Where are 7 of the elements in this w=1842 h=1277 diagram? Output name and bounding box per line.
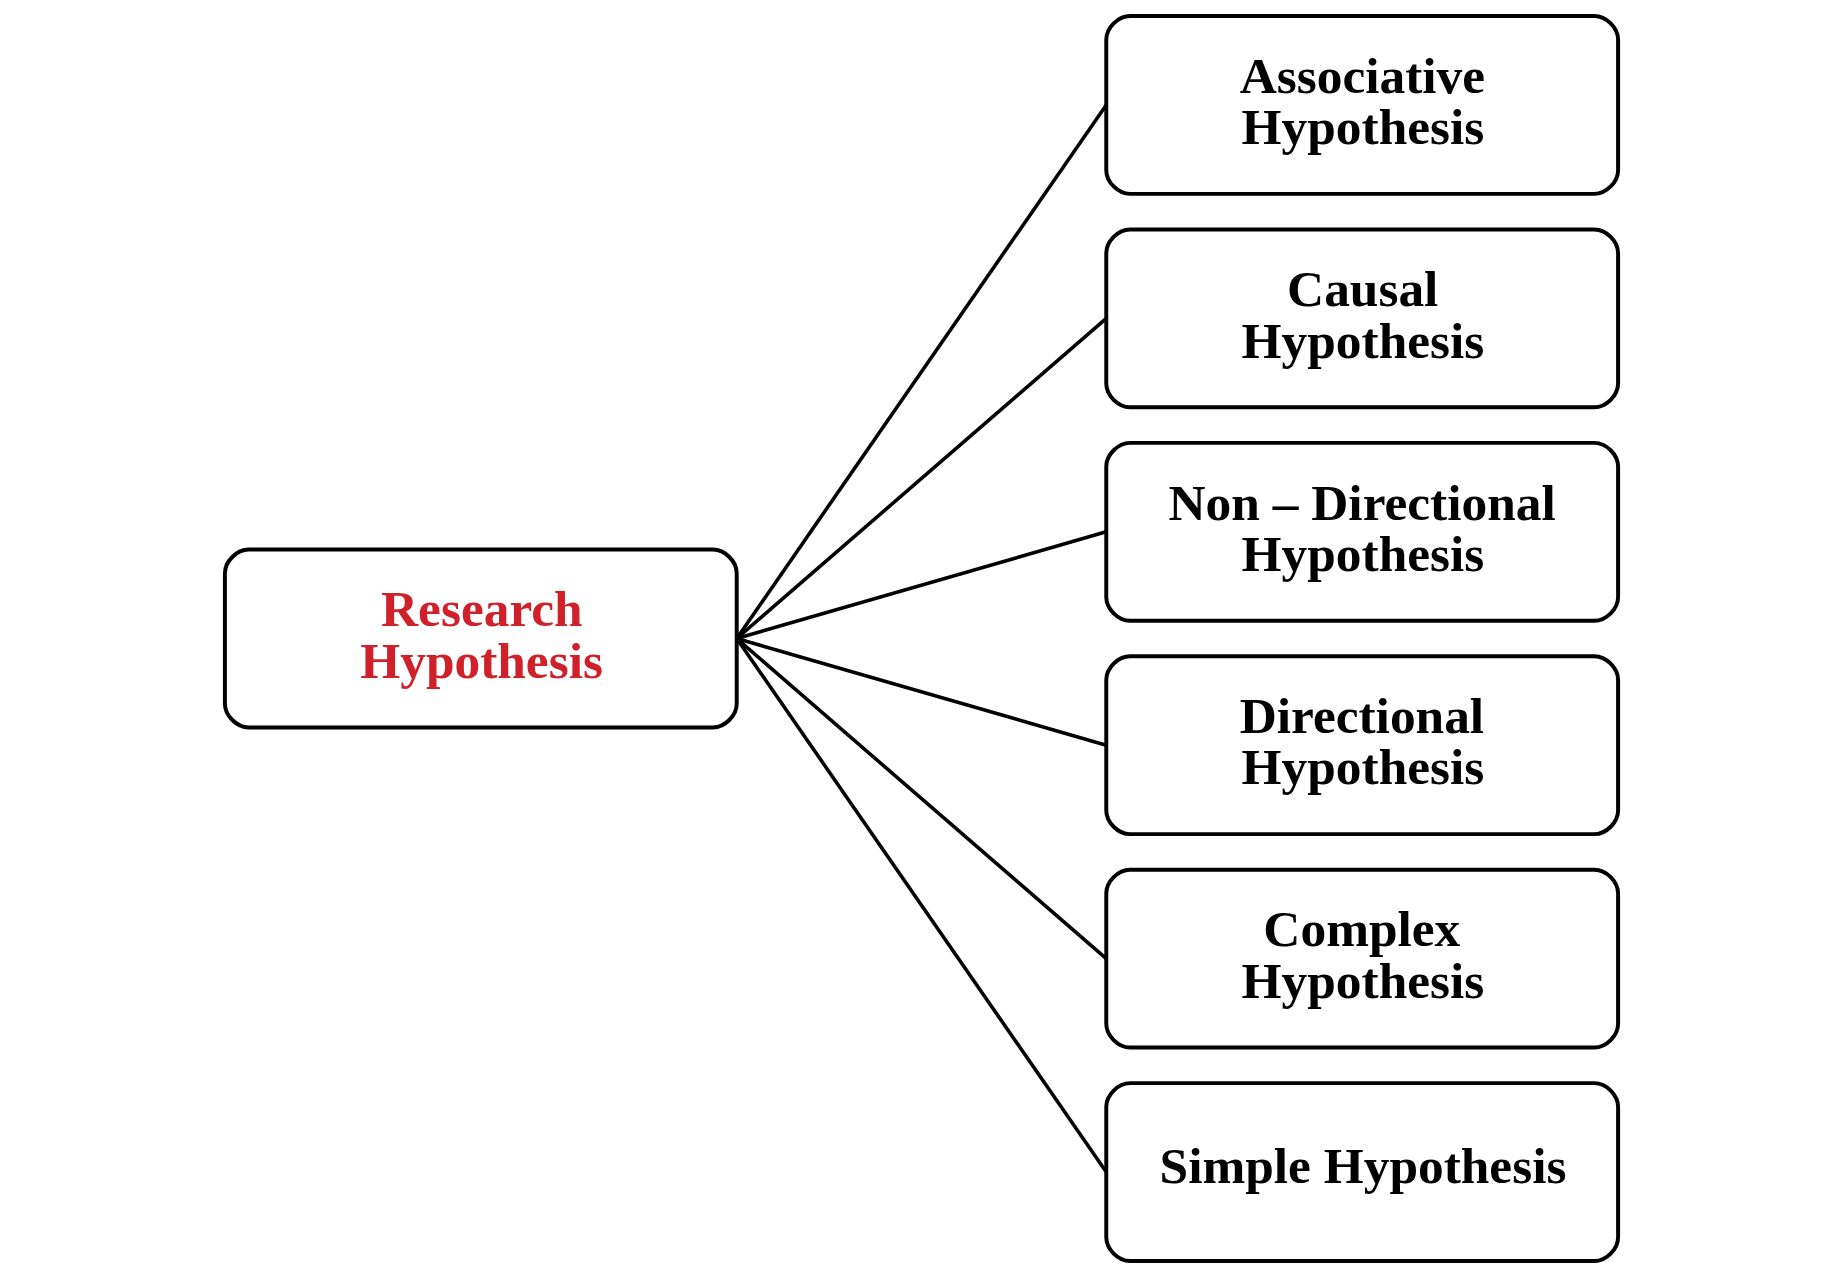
- node-box: Associative Hypothesis: [1103, 14, 1620, 196]
- node-box: Causal Hypothesis: [1103, 227, 1620, 410]
- node-box: Research Hypothesis: [222, 547, 739, 730]
- node-box: Complex Hypothesis: [1103, 867, 1620, 1050]
- node-box: Directional Hypothesis: [1103, 654, 1620, 837]
- node-box: Simple Hypothesis: [1103, 1081, 1620, 1263]
- node-box: Non – Directional Hypothesis: [1103, 440, 1620, 623]
